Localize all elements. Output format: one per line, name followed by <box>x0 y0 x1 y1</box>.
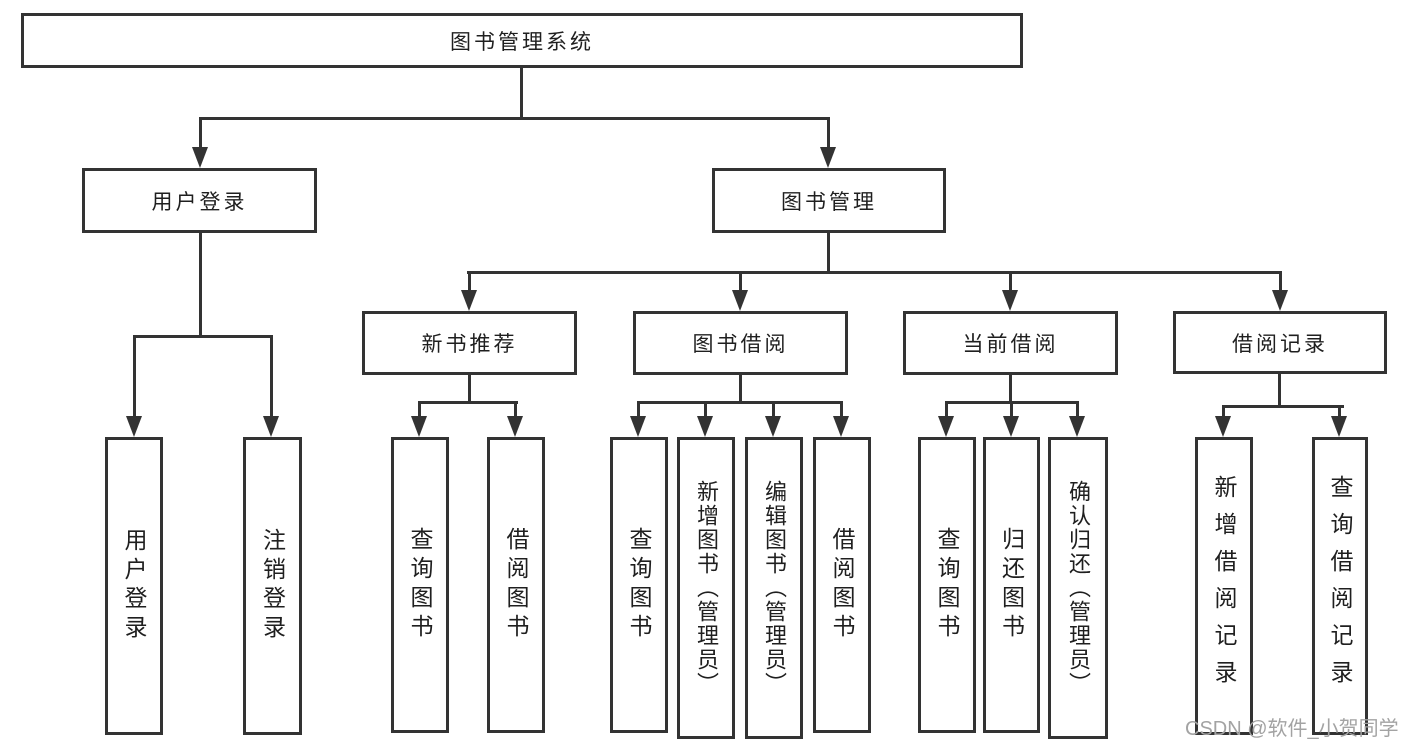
arrow-down-icon <box>938 416 954 437</box>
node-new-book-recommend: 新书推荐 <box>362 311 577 375</box>
arrow-down-icon <box>126 416 142 437</box>
leaf-label: 查询图书 <box>626 527 652 643</box>
connector-line <box>468 373 471 404</box>
arrow-down-icon <box>263 416 279 437</box>
node-label: 用户登录 <box>151 190 248 214</box>
arrow-down-icon <box>411 416 427 437</box>
connector-line <box>827 231 830 274</box>
node-label: 新书推荐 <box>421 333 518 356</box>
arrow-down-icon <box>1331 416 1347 437</box>
node-label: 图书管理系统 <box>450 30 594 54</box>
connector-line <box>418 401 518 404</box>
leaf-borrow-books-recommend: 借阅图书 <box>487 437 545 733</box>
connector-line <box>840 401 843 421</box>
node-label: 当前借阅 <box>962 333 1059 356</box>
arrow-down-icon <box>1215 416 1231 437</box>
leaf-query-books-current: 查询图书 <box>918 437 976 733</box>
connector-line <box>1222 405 1225 421</box>
connector-line <box>199 231 202 338</box>
node-label: 图书管理 <box>781 190 877 214</box>
connector-line <box>704 401 707 421</box>
connector-line <box>1338 405 1341 421</box>
leaf-query-books-recommend: 查询图书 <box>391 437 449 733</box>
connector-line <box>199 117 202 151</box>
connector-line <box>133 335 136 421</box>
arrow-down-icon <box>192 147 208 168</box>
arrow-down-icon <box>630 416 646 437</box>
node-user-login: 用户登录 <box>82 168 317 233</box>
connector-line <box>1009 271 1012 295</box>
leaf-label: 查询图书 <box>934 527 960 643</box>
connector-line <box>468 271 471 295</box>
leaf-label: 借阅图书 <box>503 527 529 643</box>
node-label: 图书借阅 <box>692 333 789 356</box>
leaf-label: 归还图书 <box>998 527 1025 643</box>
leaf-logout-login: 注销登录 <box>243 437 302 735</box>
connector-line <box>637 401 843 404</box>
leaf-label: 查询图书 <box>407 527 433 643</box>
leaf-user-login: 用户登录 <box>105 437 163 735</box>
arrow-down-icon <box>732 290 748 311</box>
leaf-label: 编辑图书（管理员） <box>762 480 787 696</box>
leaf-label: 借阅图书 <box>829 527 855 643</box>
node-library-management-system: 图书管理系统 <box>21 13 1023 68</box>
arrow-down-icon <box>1069 416 1085 437</box>
arrow-down-icon <box>1002 290 1018 311</box>
connector-line <box>637 401 640 421</box>
leaf-edit-books-admin: 编辑图书（管理员） <box>745 437 803 739</box>
leaf-query-books-borrowing: 查询图书 <box>610 437 668 733</box>
arrow-down-icon <box>820 147 836 168</box>
connector-line <box>739 271 742 295</box>
connector-line <box>945 401 948 421</box>
connector-line <box>1009 373 1012 404</box>
connector-line <box>1010 401 1013 421</box>
leaf-label: 新增图书（管理员） <box>694 480 719 696</box>
connector-line <box>520 66 523 119</box>
leaf-label: 查询借阅记录 <box>1327 475 1353 697</box>
node-current-borrowing: 当前借阅 <box>903 311 1118 375</box>
arrow-down-icon <box>697 416 713 437</box>
leaf-label: 新增借阅记录 <box>1211 475 1237 697</box>
arrow-down-icon <box>833 416 849 437</box>
connector-line <box>1222 405 1344 408</box>
node-borrowing-records: 借阅记录 <box>1173 311 1387 374</box>
connector-line <box>772 401 775 421</box>
leaf-label: 注销登录 <box>259 528 286 644</box>
leaf-add-books-admin: 新增图书（管理员） <box>677 437 735 739</box>
node-book-management: 图书管理 <box>712 168 946 233</box>
arrow-down-icon <box>507 416 523 437</box>
arrow-down-icon <box>1272 290 1288 311</box>
node-label: 借阅记录 <box>1232 332 1328 356</box>
connector-line <box>418 401 421 421</box>
connector-line <box>1278 372 1281 408</box>
connector-line <box>739 373 742 404</box>
leaf-label: 用户登录 <box>121 528 147 644</box>
arrow-down-icon <box>1003 416 1019 437</box>
connector-line <box>133 335 273 338</box>
connector-line <box>1279 271 1282 295</box>
leaf-confirm-return-admin: 确认归还（管理员） <box>1048 437 1108 739</box>
connector-line <box>1076 401 1079 421</box>
leaf-label: 确认归还（管理员） <box>1066 480 1091 696</box>
csdn-watermark: CSDN @软件_小贺同学 <box>1185 718 1399 740</box>
leaf-borrow-books-borrowing: 借阅图书 <box>813 437 871 733</box>
leaf-query-borrow-record: 查询借阅记录 <box>1312 437 1368 735</box>
connector-line <box>827 117 830 151</box>
arrow-down-icon <box>461 290 477 311</box>
leaf-add-borrow-record: 新增借阅记录 <box>1195 437 1253 735</box>
connector-line <box>270 335 273 421</box>
arrow-down-icon <box>765 416 781 437</box>
connector-line <box>199 117 830 120</box>
connector-line <box>467 271 1282 274</box>
connector-line <box>514 401 517 421</box>
node-book-borrowing: 图书借阅 <box>633 311 848 375</box>
leaf-return-books: 归还图书 <box>983 437 1040 733</box>
